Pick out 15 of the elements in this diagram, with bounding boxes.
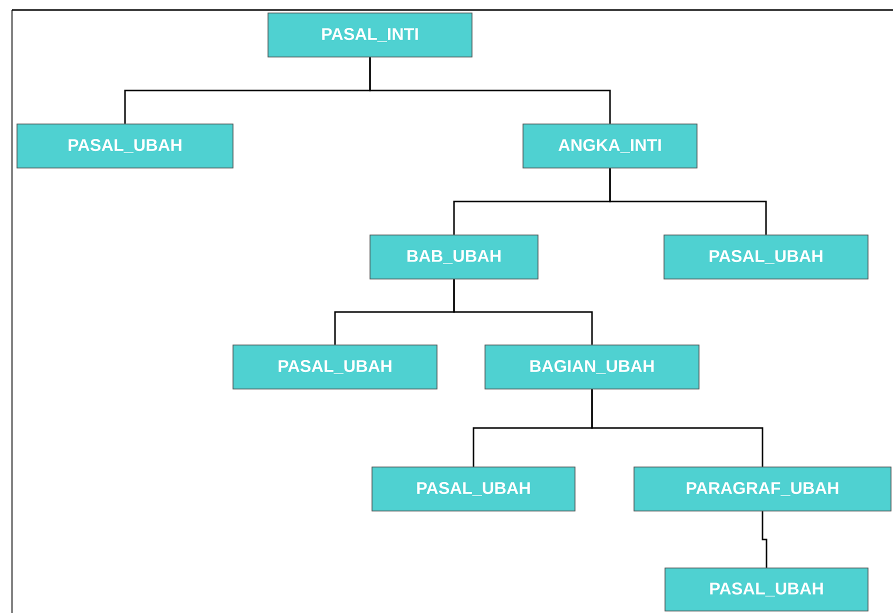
connector-line	[762, 511, 768, 568]
connector-line	[453, 279, 593, 345]
connector-line	[609, 168, 767, 235]
node-box: ANGKA_INTI	[522, 124, 698, 168]
node-box: PASAL_UBAH	[664, 234, 868, 280]
node-box: PARAGRAF_UBAH	[634, 466, 892, 512]
connector-line	[591, 389, 764, 467]
node-box: PASAL_UBAH	[664, 568, 868, 612]
node-box: PASAL_INTI	[268, 12, 472, 58]
node-box: BAGIAN_UBAH	[484, 344, 700, 390]
node-box: PASAL_UBAH	[232, 344, 438, 390]
node-box: PASAL_UBAH	[372, 466, 576, 512]
connector-line	[369, 57, 611, 124]
node-box: PASAL_UBAH	[16, 124, 234, 168]
node-box: BAB_UBAH	[370, 234, 538, 280]
